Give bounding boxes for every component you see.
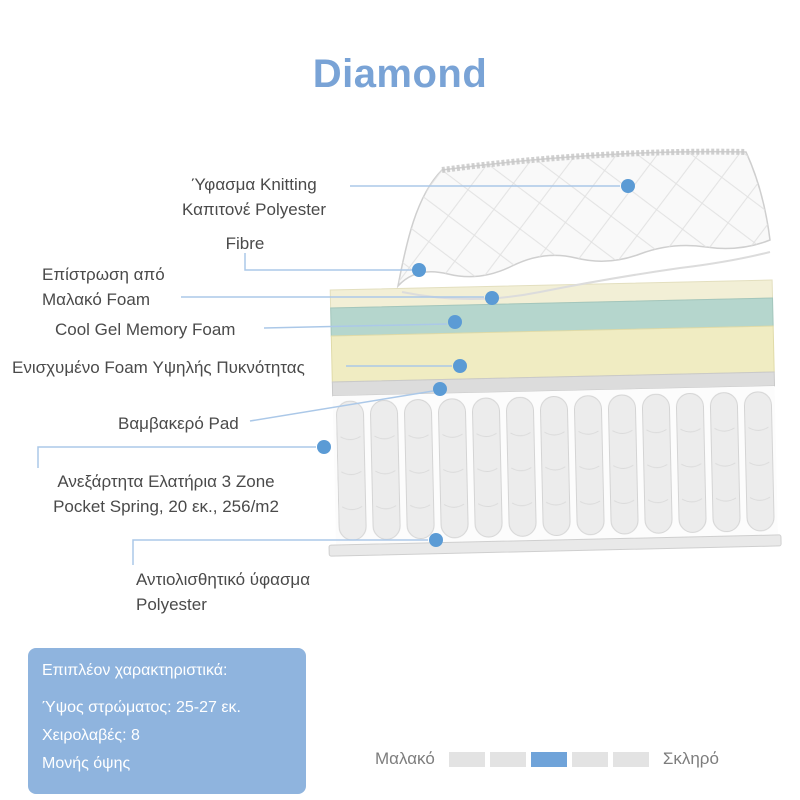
dot-hd-foam [453, 359, 467, 373]
firmness-soft-label: Μαλακό [375, 749, 435, 768]
firmness-level-4 [571, 751, 608, 767]
info-box-title: Επιπλέον χαρακτηριστικά: [42, 662, 228, 679]
info-item-handles: Χειρολαβές: 8 [42, 727, 140, 744]
base-layer [328, 534, 782, 557]
extra-characteristics-box: Επιπλέον χαρακτηριστικά: Ύψος στρώματος:… [28, 648, 306, 794]
dot-springs [317, 440, 331, 454]
callout-cotton-pad-line1: Βαμβακερό Pad [118, 414, 239, 433]
callout-springs-label: Ανεξάρτητα Ελατήρια 3 Zone Pocket Spring… [26, 469, 306, 519]
dot-cotton-pad [433, 382, 447, 396]
firmness-scale [448, 751, 649, 767]
callout-hd-foam-label: Ενισχυμένο Foam Υψηλής Πυκνότητας [12, 355, 344, 380]
dot-cool-gel [448, 315, 462, 329]
callout-springs-line2: Pocket Spring, 20 εκ., 256/m2 [53, 497, 279, 516]
callout-anti-slip-label: Αντιολισθητικό ύφασμα Polyester [136, 567, 360, 617]
page-title: Diamond [312, 52, 488, 96]
firmness-row: Μαλακό Σκληρό [375, 749, 719, 769]
callout-fabric-label: Ύφασμα Knitting Καπιτονέ Polyester [162, 172, 346, 222]
callout-cotton-pad-label: Βαμβακερό Pad [118, 411, 250, 436]
pocket-springs-layer [335, 390, 779, 542]
dot-soft-foam [485, 291, 499, 305]
mattress-layers [328, 279, 782, 557]
callout-soft-foam-line2: Μαλακό Foam [42, 290, 150, 309]
quilt-binding-tape [441, 148, 747, 173]
firmness-level-2 [489, 751, 526, 767]
callout-fibre-label: Fibre [205, 231, 285, 256]
callout-soft-foam-line1: Επίστρωση από [42, 265, 165, 284]
firmness-level-3 [530, 751, 567, 767]
firmness-level-1 [448, 751, 485, 767]
callout-lines [37, 185, 620, 565]
callout-dots [317, 179, 635, 547]
dot-fibre [412, 263, 426, 277]
callout-fabric-line1: Ύφασμα Knitting [191, 175, 317, 194]
info-item-sides: Μονής όψης [42, 755, 131, 772]
callout-hd-foam-line1: Ενισχυμένο Foam Υψηλής Πυκνότητας [12, 358, 305, 377]
firmness-level-5 [612, 751, 649, 767]
callout-fibre-line1: Fibre [225, 234, 265, 253]
dot-fabric [621, 179, 635, 193]
callout-springs-line1: Ανεξάρτητα Ελατήρια 3 Zone [57, 472, 275, 491]
dot-anti-slip [429, 533, 443, 547]
callout-cool-gel-label: Cool Gel Memory Foam [55, 317, 265, 342]
callout-anti-slip-line2: Polyester [136, 595, 207, 614]
callout-soft-foam-label: Επίστρωση από Μαλακό Foam [42, 262, 192, 312]
fibre-layer [401, 251, 771, 300]
quilt-top-layer [396, 148, 771, 289]
callout-anti-slip-line1: Αντιολισθητικό ύφασμα [136, 570, 311, 589]
callout-cool-gel-line1: Cool Gel Memory Foam [55, 320, 236, 339]
info-item-height: Ύψος στρώματος: 25-27 εκ. [42, 699, 241, 716]
callout-fabric-line2: Καπιτονέ Polyester [181, 200, 327, 219]
firmness-hard-label: Σκληρό [662, 749, 719, 768]
